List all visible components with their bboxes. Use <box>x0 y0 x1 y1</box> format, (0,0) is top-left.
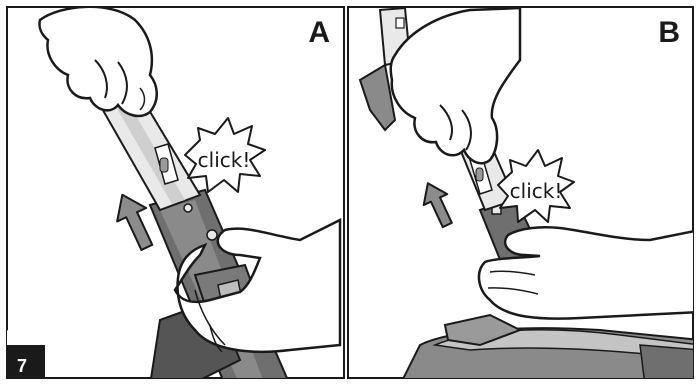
bottom-hand <box>479 227 700 318</box>
panel-a: click! A 7 <box>7 7 344 385</box>
panel-label: B <box>658 16 680 49</box>
callout-text: click! <box>198 148 251 172</box>
callout-text: click! <box>510 179 563 203</box>
step-number: 7 <box>17 356 27 376</box>
panel-label: A <box>308 16 330 49</box>
panel-b: click! B <box>348 7 700 385</box>
